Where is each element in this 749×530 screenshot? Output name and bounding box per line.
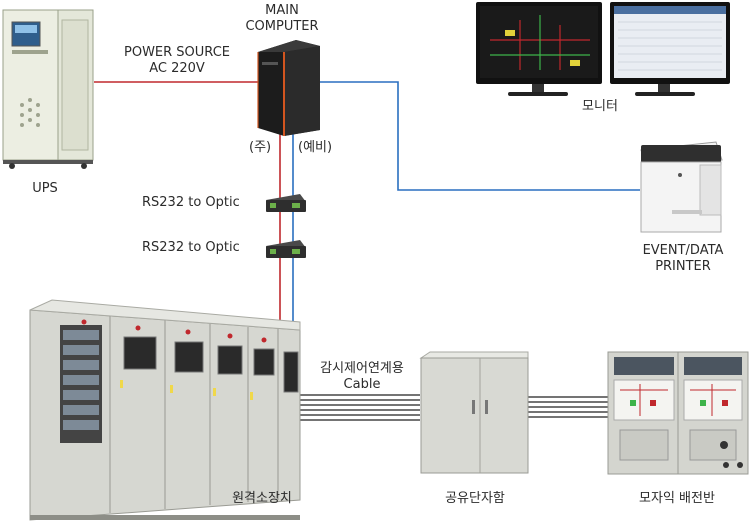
remote-panel-bank-image [29,299,301,521]
rs232-converter-2-image [266,240,306,258]
ups-cabinet-image [2,9,94,169]
shared-terminal-label: 공유단자함 [445,491,505,506]
cable-label-line1: 감시제어연계용 [320,361,404,376]
printer-data-line [318,81,640,191]
rs232-optic-label-2: RS232 to Optic [142,240,240,255]
rs232-optic-label-1: RS232 to Optic [142,195,240,210]
monitor-right-image [610,2,730,96]
mother-panel-label: 모자익 배전반 [639,491,715,506]
main-computer-label: MAIN COMPUTER [232,3,332,35]
cable-bundle-right [527,396,608,418]
printer-label-line2: PRINTER [655,259,711,274]
cable-label: 감시제어연계용 Cable [304,361,420,393]
printer-label-line1: EVENT/DATA [642,243,724,258]
power-source-label: POWER SOURCE AC 220V [104,45,250,77]
printer-label: EVENT/DATA PRINTER [623,243,743,275]
main-link-label: (주) [249,140,272,155]
mother-panel-image [607,351,749,475]
power-source-label-line1: POWER SOURCE [124,45,230,60]
power-source-label-line2: AC 220V [149,61,205,76]
main-computer-image [257,40,320,136]
rs232-converter-1-image [266,194,306,212]
main-computer-label-line1: MAIN [265,3,299,18]
backup-link-label: (예비) [298,140,333,155]
shared-terminal-box-image [419,351,529,474]
printer-image [640,141,723,233]
main-computer-label-line2: COMPUTER [245,19,319,34]
cable-bundle-left [300,394,420,421]
cable-label-line2: Cable [343,377,381,392]
monitor-label: 모니터 [582,99,618,114]
ups-label: UPS [32,181,58,196]
monitor-left-image [476,2,602,96]
remote-panel-label: 원격소장치 [232,491,292,506]
